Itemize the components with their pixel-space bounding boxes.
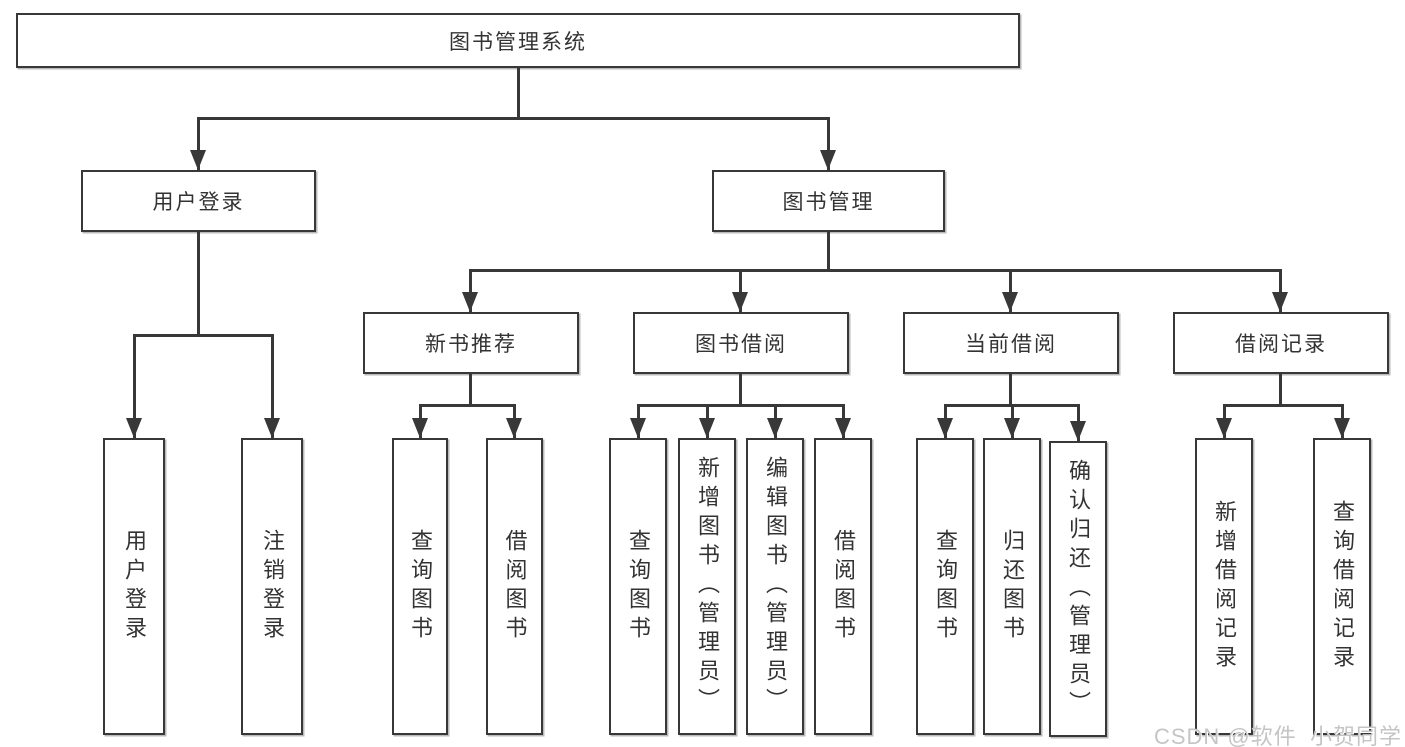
node-label: 注销登录 (260, 528, 285, 645)
connector-line (419, 404, 516, 407)
connector-line (197, 232, 200, 335)
node-label: 查询图书 (933, 528, 958, 645)
node-label: 新增图书（管理员） (695, 456, 720, 717)
node-label: 归还图书 (1000, 528, 1025, 645)
leaf-query-books-recommend: 查询图书 (392, 438, 448, 735)
leaf-query-borrow-record: 查询借阅记录 (1313, 438, 1371, 735)
connector-line (827, 117, 830, 170)
node-label: 图书管理系统 (449, 30, 587, 54)
node-label: 用户登录 (122, 528, 147, 645)
connector-line (469, 269, 1281, 272)
connector-line (197, 117, 200, 170)
node-library-system: 图书管理系统 (16, 13, 1020, 68)
node-current-borrow: 当前借阅 (903, 312, 1119, 374)
node-label: 查询图书 (408, 528, 433, 645)
arrow-down-icon (767, 418, 783, 438)
arrow-down-icon (630, 418, 646, 438)
arrow-down-icon (820, 150, 836, 170)
connector-line (1009, 374, 1012, 407)
leaf-logout: 注销登录 (241, 438, 303, 735)
connector-line (1279, 374, 1282, 407)
connector-line (133, 334, 136, 438)
arrow-down-icon (1216, 418, 1232, 438)
connector-line (469, 269, 472, 312)
arrow-down-icon (190, 150, 206, 170)
leaf-borrow-books: 借阅图书 (814, 438, 872, 735)
arrow-down-icon (937, 418, 953, 438)
connector-line (1279, 269, 1282, 312)
connector-line (739, 269, 742, 312)
node-label: 借阅记录 (1235, 333, 1327, 356)
leaf-confirm-return-admin: 确认归还（管理员） (1049, 441, 1107, 737)
connector-line (827, 232, 830, 272)
arrow-down-icon (126, 418, 142, 438)
node-label: 图书管理 (782, 191, 875, 214)
leaf-query-books-borrow: 查询图书 (609, 438, 667, 735)
node-label: 编辑图书（管理员） (763, 456, 788, 717)
node-new-book-recommend: 新书推荐 (363, 312, 579, 374)
leaf-add-borrow-record: 新增借阅记录 (1195, 438, 1253, 735)
connector-line (271, 334, 274, 438)
leaf-borrow-books-recommend: 借阅图书 (486, 438, 543, 735)
node-label: 借阅图书 (831, 528, 856, 645)
arrow-down-icon (835, 418, 851, 438)
node-book-borrow: 图书借阅 (633, 312, 849, 374)
node-label: 用户登录 (152, 191, 245, 214)
node-label: 图书借阅 (695, 333, 787, 356)
arrow-down-icon (1004, 418, 1020, 438)
arrow-down-icon (699, 418, 715, 438)
arrow-down-icon (732, 292, 748, 312)
arrow-down-icon (264, 418, 280, 438)
leaf-add-book-admin: 新增图书（管理员） (678, 438, 736, 735)
node-label: 查询图书 (626, 528, 651, 645)
connector-line (1223, 404, 1343, 407)
arrow-down-icon (412, 418, 428, 438)
arrow-down-icon (1070, 421, 1086, 441)
arrow-down-icon (506, 418, 522, 438)
node-book-management: 图书管理 (712, 170, 945, 232)
node-user-login: 用户登录 (81, 170, 316, 232)
arrow-down-icon (1272, 292, 1288, 312)
node-label: 借阅图书 (502, 528, 528, 645)
node-label: 当前借阅 (965, 333, 1057, 356)
arrow-down-icon (462, 292, 478, 312)
connector-line (1009, 269, 1012, 312)
node-label: 新增借阅记录 (1212, 499, 1237, 674)
node-label: 新书推荐 (425, 333, 517, 356)
connector-line (517, 68, 520, 118)
node-borrow-records: 借阅记录 (1173, 312, 1389, 374)
arrow-down-icon (1334, 418, 1350, 438)
connector-line (637, 404, 844, 407)
leaf-user-login: 用户登录 (103, 438, 165, 735)
connector-line (739, 374, 742, 407)
connector-line (133, 334, 273, 337)
node-label: 查询借阅记录 (1330, 499, 1355, 674)
csdn-watermark: CSDN @软件_小贺同学 (1153, 724, 1402, 747)
connector-line (469, 374, 472, 407)
leaf-return-book: 归还图书 (983, 438, 1041, 735)
node-label: 确认归还（管理员） (1066, 458, 1091, 720)
leaf-edit-book-admin: 编辑图书（管理员） (746, 438, 804, 735)
arrow-down-icon (1002, 292, 1018, 312)
connector-line (197, 117, 830, 120)
leaf-query-books-current: 查询图书 (916, 438, 974, 735)
